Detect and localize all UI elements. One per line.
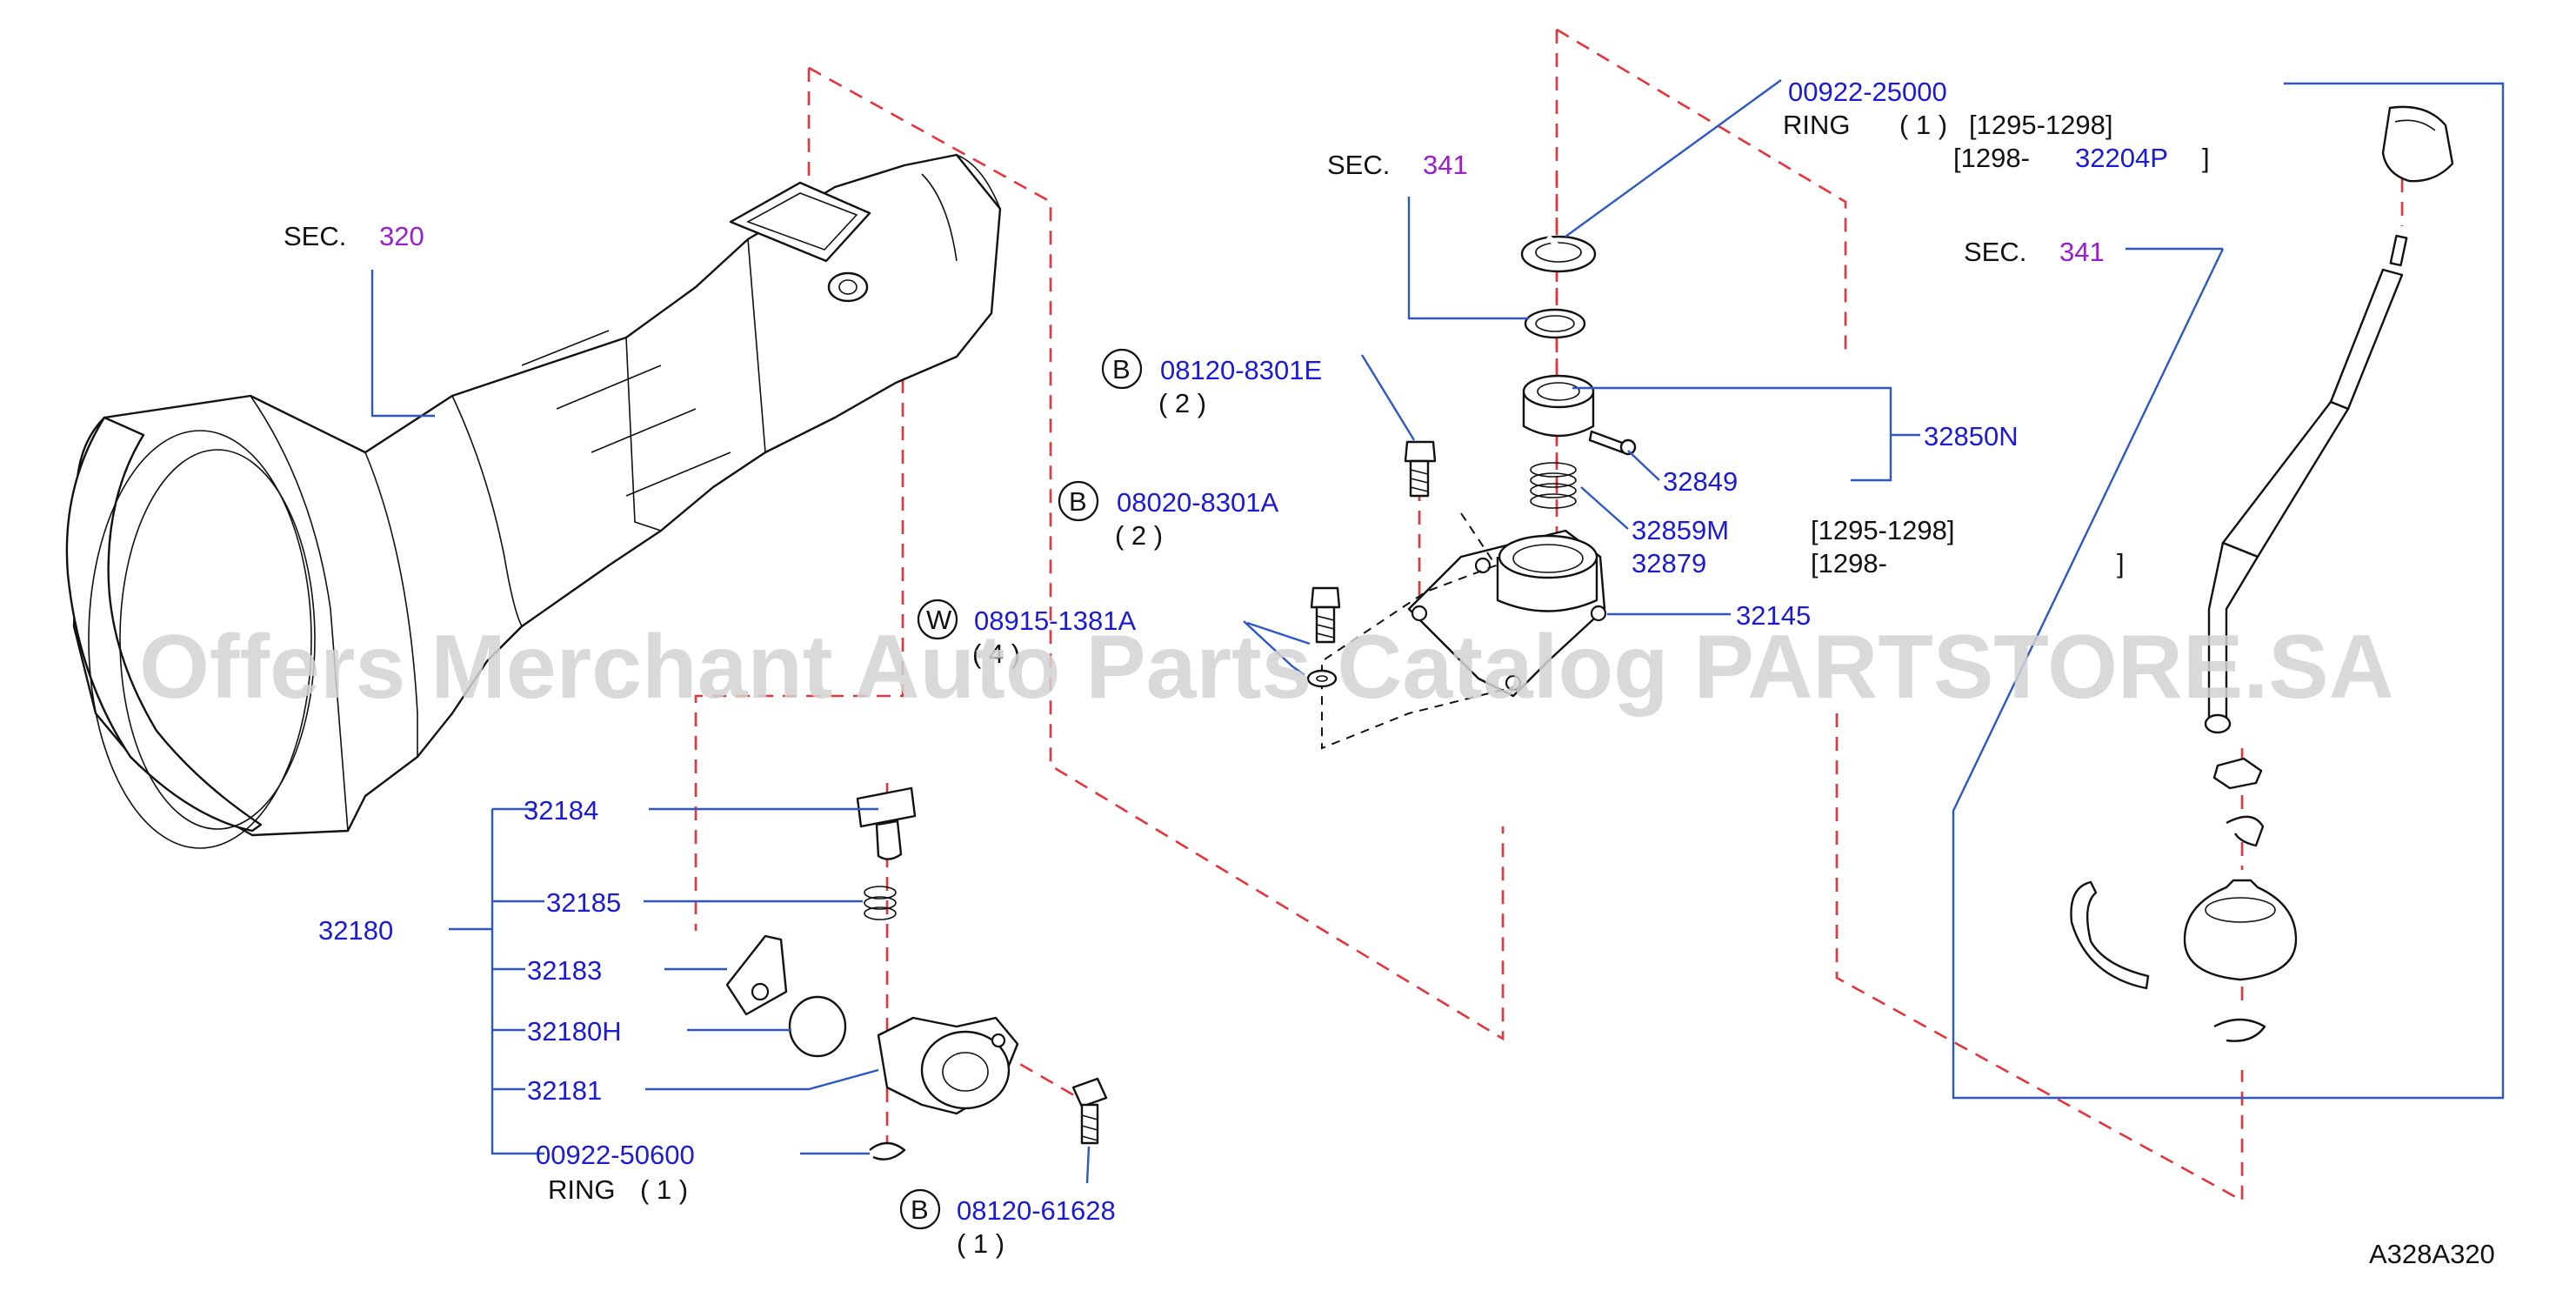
label-32183[interactable]: 32183	[527, 955, 602, 986]
part-range-start: [1298-	[1953, 143, 2030, 173]
part-range: [1295-1298]	[1811, 515, 1954, 545]
washer-08915-1381a	[1306, 669, 1338, 688]
part-number[interactable]: 00922-25000	[1788, 77, 1947, 107]
bolt-08020-8301a	[1310, 586, 1341, 644]
label-32180[interactable]: 32180	[318, 915, 393, 946]
shift-cover-32145	[1407, 529, 1607, 698]
part-range: [1298-	[1811, 548, 1887, 579]
label-32879[interactable]: 32879 [1298- ]	[1632, 548, 2125, 579]
part-range: [1295-1298]	[1969, 110, 2112, 140]
part-range-end: ]	[2202, 143, 2210, 173]
label-sec-341-right[interactable]: SEC. 341	[1964, 237, 2105, 267]
part-qty: ( 4 )	[972, 639, 1020, 669]
label-32180h[interactable]: 32180H	[527, 1016, 622, 1047]
bolt-08120-8301e	[1404, 440, 1437, 498]
label-32850n[interactable]: 32850N	[1924, 421, 2019, 452]
part-number[interactable]: 32879	[1632, 548, 1706, 579]
label-32184[interactable]: 32184	[524, 795, 598, 826]
label-00922-25000[interactable]: 00922-25000 RING ( 1 ) [1295-1298] [1298…	[1783, 77, 2210, 173]
part-qty: ( 1 )	[640, 1174, 688, 1205]
part-name: RING	[1783, 110, 1851, 140]
detent-assembly	[725, 786, 1108, 1161]
part-qty: ( 2 )	[1158, 388, 1206, 418]
part-number[interactable]: 08120-8301E	[1160, 355, 1322, 385]
label-32181[interactable]: 32181	[527, 1075, 602, 1106]
label-32849[interactable]: 32849	[1663, 466, 1738, 497]
leader-lines	[370, 79, 2505, 1184]
part-number[interactable]: 08915-1381A	[974, 605, 1136, 636]
sec-341-right-number[interactable]: 341	[2059, 237, 2105, 267]
badge-b	[899, 1188, 941, 1230]
diagram-code: A328A320	[2369, 1239, 2495, 1269]
label-sec-320[interactable]: SEC. 320	[284, 221, 424, 251]
sec-341-mid-prefix: SEC.	[1327, 150, 1390, 180]
transmission-housing	[65, 153, 1002, 849]
label-32145[interactable]: 32145	[1736, 600, 1811, 631]
sec-341-mid-number[interactable]: 341	[1423, 150, 1468, 180]
shift-cover-stack	[1321, 234, 1637, 750]
sec-320-number[interactable]: 320	[379, 221, 424, 251]
badge-letter: B	[1112, 354, 1131, 385]
part-qty: ( 2 )	[1115, 520, 1163, 551]
part-name: RING	[548, 1174, 616, 1205]
badge-w	[917, 599, 958, 640]
sec-320-prefix: SEC.	[284, 221, 346, 251]
sec-341-right-prefix: SEC.	[1964, 237, 2026, 267]
label-08020-8301a[interactable]: B 08020-8301A ( 2 )	[1058, 480, 1278, 551]
label-32185[interactable]: 32185	[546, 887, 621, 918]
label-08915-1381a[interactable]: W 08915-1381A ( 4 )	[917, 599, 1136, 669]
part-qty: ( 1 )	[957, 1228, 1004, 1259]
badge-b	[1058, 480, 1099, 522]
watermark: Offers Merchant Auto Parts Catalog PARTS…	[139, 617, 2394, 718]
part-number[interactable]: 00922-50600	[536, 1140, 695, 1170]
spring-32859m	[1530, 462, 1577, 509]
label-00922-50600[interactable]: 00922-50600 RING ( 1 )	[536, 1140, 695, 1205]
badge-letter: B	[1069, 486, 1087, 517]
part-range-end: ]	[2117, 548, 2125, 579]
part-number[interactable]: 08120-61628	[957, 1195, 1116, 1226]
badge-b	[1101, 348, 1143, 390]
badge-letter: W	[926, 605, 952, 635]
badge-letter: B	[911, 1194, 929, 1225]
label-32859m[interactable]: 32859M [1295-1298]	[1632, 515, 1954, 545]
label-08120-61628[interactable]: B 08120-61628 ( 1 )	[899, 1188, 1116, 1259]
gear-lever-assembly	[2070, 105, 2454, 1042]
part-qty: ( 1 )	[1899, 110, 1947, 140]
part-number[interactable]: 32859M	[1632, 515, 1729, 545]
alt-part-number[interactable]: 32204P	[2075, 143, 2168, 173]
label-08120-8301e[interactable]: B 08120-8301E ( 2 )	[1101, 348, 1322, 418]
part-number[interactable]: 08020-8301A	[1117, 487, 1278, 518]
label-sec-341-mid[interactable]: SEC. 341	[1327, 150, 1468, 180]
